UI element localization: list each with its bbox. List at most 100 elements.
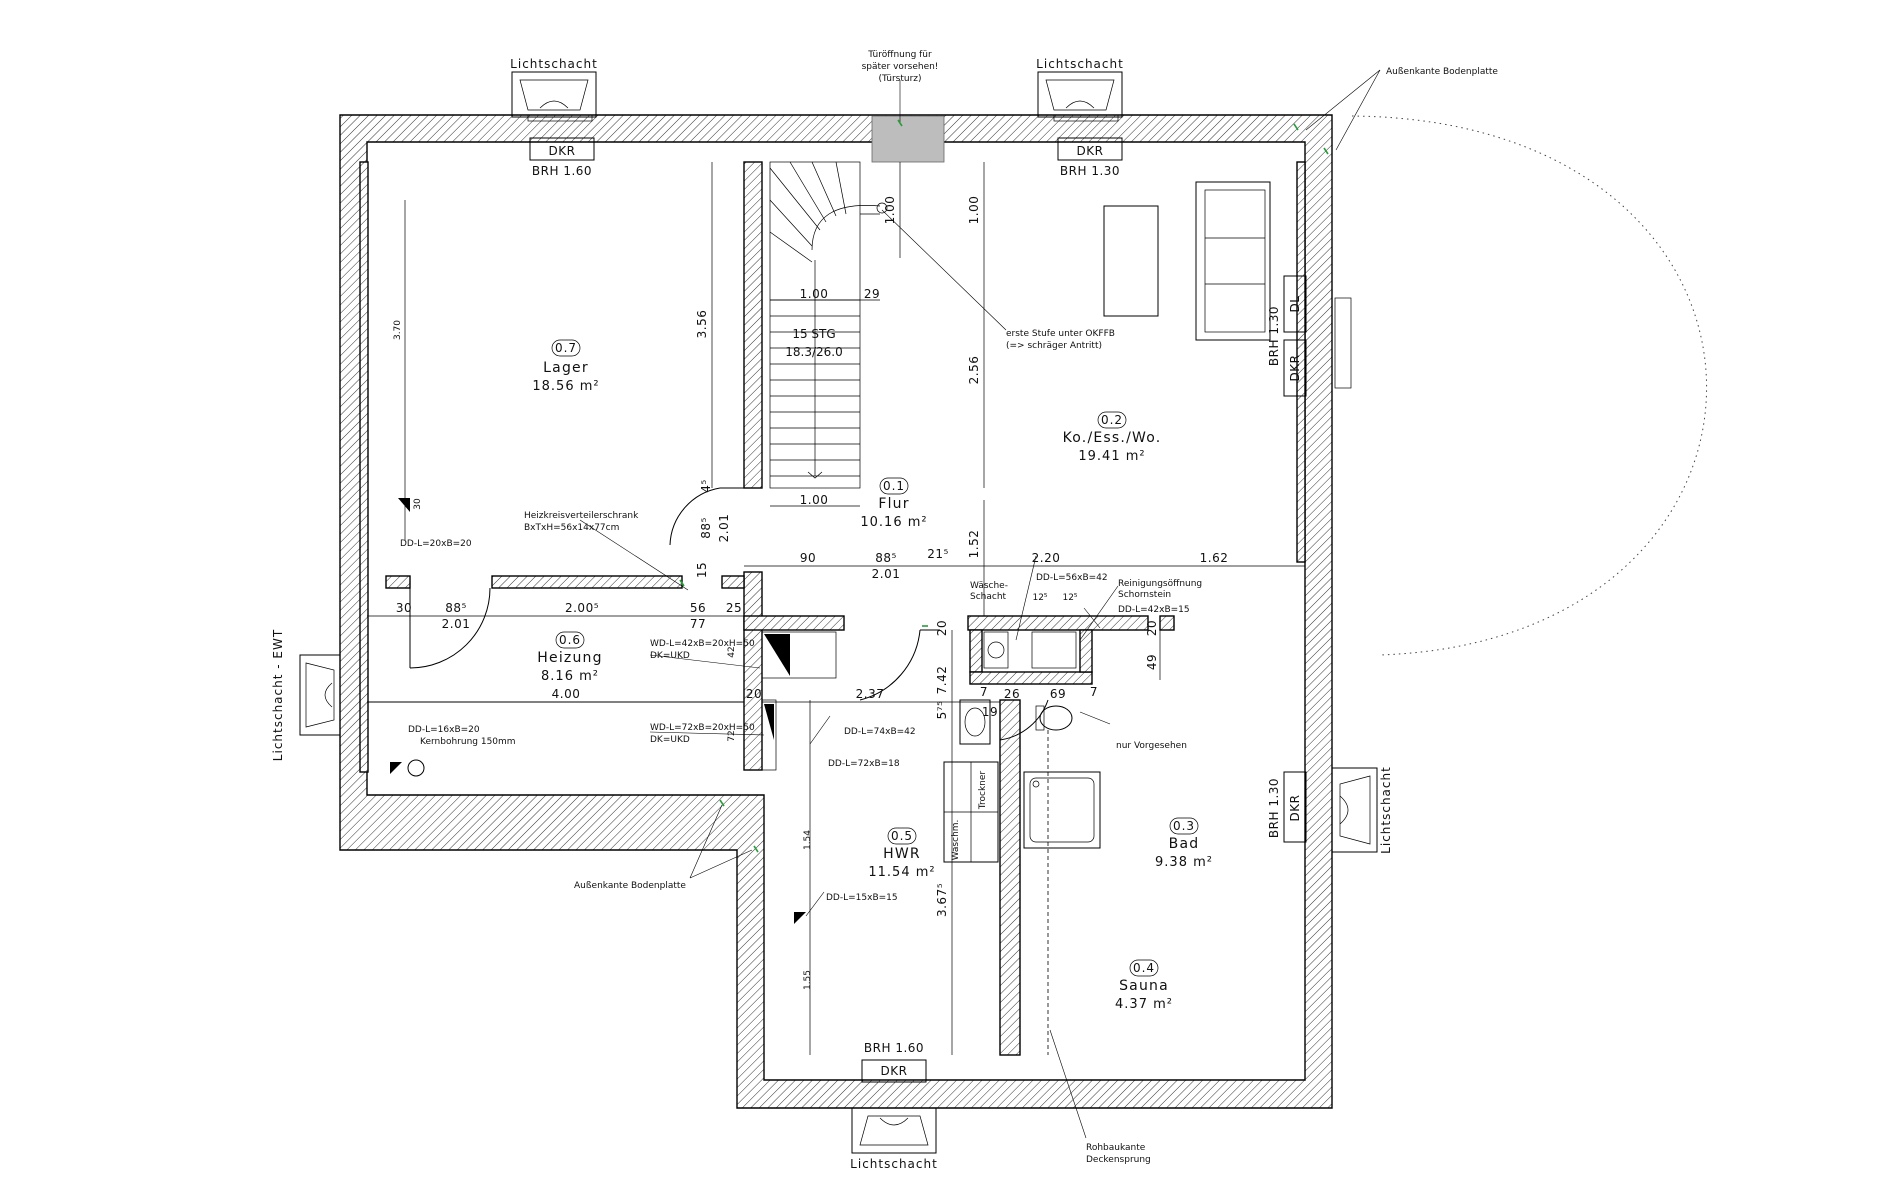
room-id: 0.6 bbox=[559, 633, 581, 647]
dim-label: 90 bbox=[800, 551, 816, 565]
door-swing-bad bbox=[999, 699, 1049, 741]
lining-west bbox=[359, 161, 369, 773]
room-area: 10.16 m² bbox=[860, 515, 927, 530]
lichtschacht-east bbox=[1331, 767, 1378, 853]
lichtschacht-ewt-label: Lichtschacht - EWT bbox=[271, 629, 285, 761]
door-swing-heizung bbox=[409, 587, 491, 669]
window-dkr-label: DKR bbox=[881, 1064, 908, 1078]
dim-label: 12⁵ bbox=[1062, 593, 1077, 603]
window-dkr-south bbox=[861, 1059, 927, 1083]
dim-label: 3.70 bbox=[393, 320, 403, 340]
room-bad: 0.3 Bad 9.38 m² bbox=[1155, 817, 1212, 870]
opening-note: DD-L=72xB=18 bbox=[828, 759, 900, 769]
wall-waesche-bottom bbox=[969, 671, 1093, 685]
dim-label: 88⁵ bbox=[875, 551, 897, 565]
wall-hwr-bad bbox=[999, 699, 1021, 1056]
dim-label: 21⁵ bbox=[927, 547, 949, 561]
shaft-heizung-corner bbox=[390, 762, 402, 774]
room-area: 4.37 m² bbox=[1115, 997, 1173, 1012]
toilet bbox=[1035, 705, 1073, 731]
wall-waesche-right bbox=[1079, 629, 1093, 673]
door-note: Türöffnung für bbox=[867, 50, 932, 60]
dim-label: 49 bbox=[1145, 654, 1159, 670]
window-dkr-label: DKR bbox=[549, 144, 576, 158]
appliance-stack bbox=[943, 761, 999, 863]
leader-lines bbox=[579, 69, 1381, 1139]
rohbau-note: Deckensprung bbox=[1086, 1155, 1151, 1165]
room-hwr: 0.5 HWR 11.54 m² bbox=[868, 827, 935, 880]
wall-heizung-top bbox=[491, 575, 683, 589]
shaft-hwr bbox=[794, 912, 806, 924]
stair-note: erste Stufe unter OKFFB bbox=[1006, 329, 1115, 339]
lichtschacht-label: Lichtschacht bbox=[1036, 57, 1124, 71]
dim-label: 1.62 bbox=[1200, 551, 1229, 565]
window-brh-label: BRH 1.30 bbox=[1060, 164, 1120, 178]
shaft-lager bbox=[398, 498, 410, 512]
door-swing-flur bbox=[669, 487, 744, 546]
room-id: 0.2 bbox=[1101, 413, 1123, 427]
dim-label: 1.52 bbox=[967, 530, 981, 559]
waesche-note: Schacht bbox=[970, 592, 1007, 602]
window-brh-label: BRH 1.60 bbox=[864, 1041, 924, 1055]
dim-label: 25 bbox=[726, 601, 742, 615]
room-name: Bad bbox=[1169, 836, 1200, 852]
room-id: 0.4 bbox=[1133, 961, 1155, 975]
reinigung-note: Schornstein bbox=[1118, 590, 1171, 600]
waesche-note: Wäsche- bbox=[970, 581, 1008, 591]
heizkreis-note: BxTxH=56x14x77cm bbox=[524, 523, 619, 533]
room-name: Lager bbox=[543, 360, 589, 376]
dim-label: 1.55 bbox=[803, 970, 813, 990]
inner-wall-line bbox=[366, 141, 1306, 1081]
dining-table bbox=[1103, 205, 1159, 317]
dim-label: 1.00 bbox=[800, 493, 829, 507]
room-flur: 0.1 Flur 10.16 m² bbox=[860, 477, 927, 530]
opening-note: DD-L=42xB=15 bbox=[1118, 605, 1190, 615]
wall-flur-hwr bbox=[743, 615, 845, 631]
window-brh-label: BRH 1.30 bbox=[1267, 306, 1281, 366]
window-brh-label: BRH 1.30 bbox=[1267, 778, 1281, 838]
lichtschacht-north-left bbox=[511, 71, 597, 122]
lichtschacht-label: Lichtschacht bbox=[850, 1157, 938, 1171]
core-drilling bbox=[407, 759, 425, 777]
dim-label: 56 bbox=[690, 601, 706, 615]
room-area: 18.56 m² bbox=[532, 379, 599, 394]
dim-label: 30 bbox=[396, 601, 412, 615]
kernbohrung-note: Kernbohrung 150mm bbox=[420, 737, 516, 747]
room-id: 0.5 bbox=[891, 829, 913, 843]
dim-label: 4⁵ bbox=[699, 479, 713, 492]
dim-label: 20 bbox=[935, 620, 949, 636]
room-area: 11.54 m² bbox=[868, 865, 935, 880]
waschm-label: Waschm. bbox=[951, 820, 961, 861]
wall-heizung-hwr bbox=[743, 571, 763, 771]
window-dkr-north-right bbox=[1057, 137, 1123, 161]
dim-label: 5⁷⁵ bbox=[935, 701, 949, 720]
opening-note: DK=UKD bbox=[650, 651, 690, 661]
dim-label: 42 bbox=[727, 646, 737, 657]
terrace-swing-arc bbox=[1351, 115, 1707, 656]
dim-label: 2.01 bbox=[717, 514, 731, 543]
dim-label: 3.67⁵ bbox=[935, 883, 949, 917]
dim-label: 15 bbox=[695, 562, 709, 578]
dim-label: 7 bbox=[980, 685, 988, 699]
heizkreis-note: Heizkreisverteilerschrank bbox=[524, 511, 639, 521]
aussenkante-note: Außenkante Bodenplatte bbox=[1386, 67, 1498, 77]
dim-label: 1.54 bbox=[803, 830, 813, 850]
opening-note: DK=UKD bbox=[650, 735, 690, 745]
sofa bbox=[1195, 181, 1271, 341]
terrace-door-frame bbox=[1334, 297, 1352, 389]
trockner-label: Trockner bbox=[978, 771, 988, 811]
dim-label: 12⁵ bbox=[1032, 593, 1047, 603]
room-name: Ko./Ess./Wo. bbox=[1063, 430, 1162, 446]
dimension-lines bbox=[367, 162, 1305, 1055]
reinigung-note: Reinigungsöffnung bbox=[1118, 579, 1202, 589]
vorgesehen-note: nur Vorgesehen bbox=[1116, 741, 1187, 751]
dim-label: 1.00 bbox=[800, 287, 829, 301]
door-swing-hwr bbox=[859, 629, 940, 701]
dim-label: 19 bbox=[982, 705, 998, 719]
dim-label: 72 bbox=[727, 730, 737, 741]
wall-waesche-left bbox=[969, 629, 983, 673]
lining-east bbox=[1296, 161, 1306, 563]
opening-note: DD-L=56xB=42 bbox=[1036, 573, 1108, 583]
dim-label: 88⁵ bbox=[445, 601, 467, 615]
